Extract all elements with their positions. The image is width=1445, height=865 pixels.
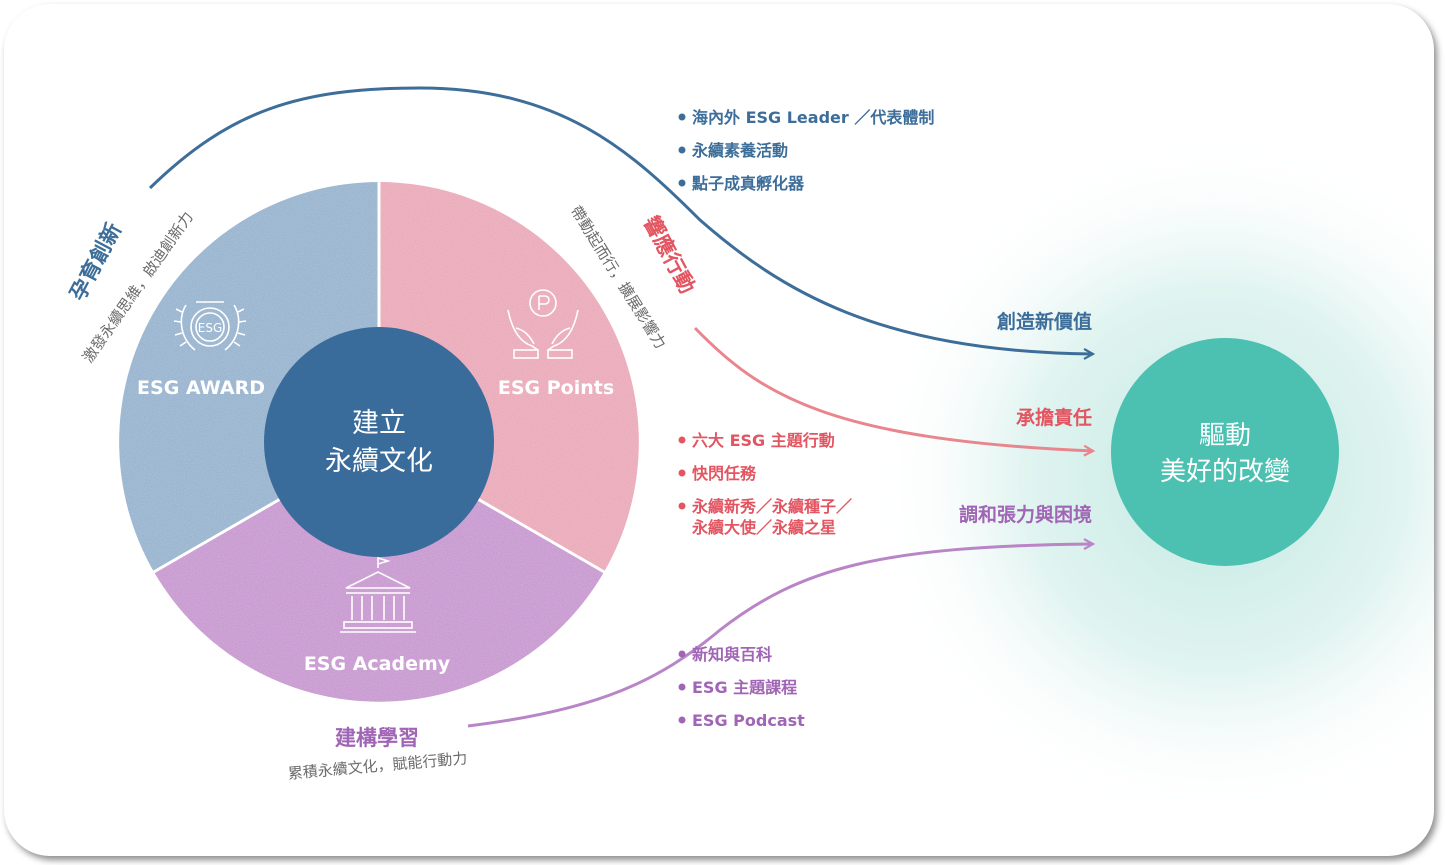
list-item: 點子成真孵化器 <box>692 174 805 193</box>
list-learning: 新知與百科 ESG 主題課程 ESG Podcast <box>678 645 805 730</box>
flow-curve-innovation <box>148 86 1093 354</box>
outcome-create-value: 創造新價值 <box>997 310 1092 333</box>
segment-academy-label: ESG Academy <box>304 653 451 675</box>
outcome-responsibility: 承擔責任 <box>1016 406 1092 429</box>
diagram-card: 建立 永續文化 ESG ESG AWARD ESG Points <box>4 4 1434 856</box>
hands-coin-icon <box>507 289 579 359</box>
segment-award-label: ESG AWARD <box>137 377 265 399</box>
flow-curve-action <box>693 326 1093 451</box>
arc-action-title: 響應行動 <box>639 212 700 297</box>
center-title-line2: 永續文化 <box>325 446 433 477</box>
academy-building-icon <box>340 556 416 633</box>
list-item: 永續大使／永續之星 <box>691 518 836 537</box>
list-action: 六大 ESG 主題行動 快閃任務 永續新秀／永續種子／ 永續大使／永續之星 <box>678 431 852 537</box>
goal-title-line2: 美好的改變 <box>1160 457 1290 487</box>
outcome-reconcile: 調和張力與困境 <box>959 503 1092 526</box>
list-item: 永續新秀／永續種子／ <box>691 497 852 516</box>
goal-title-line1: 驅動 <box>1199 421 1251 451</box>
list-item: ESG 主題課程 <box>692 678 797 697</box>
list-item: 快閃任務 <box>692 464 757 483</box>
diagram-svg: 建立 永續文化 ESG ESG AWARD ESG Points <box>66 86 1434 823</box>
list-item: 海內外 ESG Leader ／代表體制 <box>692 108 934 127</box>
center-circle <box>264 327 494 557</box>
center-title-line1: 建立 <box>352 408 406 439</box>
arc-learning-title: 建構學習 <box>335 726 419 750</box>
svg-text:ESG: ESG <box>198 321 223 335</box>
list-item: ESG Podcast <box>692 711 805 730</box>
arc-innovation-title: 孕育創新 <box>66 219 127 304</box>
segment-points-label: ESG Points <box>498 377 614 399</box>
arc-learning-subtitle: 累積永續文化，賦能行動力 <box>287 749 468 783</box>
list-innovation: 海內外 ESG Leader ／代表體制 永續素養活動 點子成真孵化器 <box>678 108 934 193</box>
list-item: 永續素養活動 <box>691 141 788 160</box>
esg-laurel-icon: ESG <box>173 301 247 351</box>
flow-curve-learning <box>467 544 1093 728</box>
list-item: 新知與百科 <box>692 645 772 664</box>
list-item: 六大 ESG 主題行動 <box>692 431 835 450</box>
goal-circle <box>1111 338 1339 566</box>
